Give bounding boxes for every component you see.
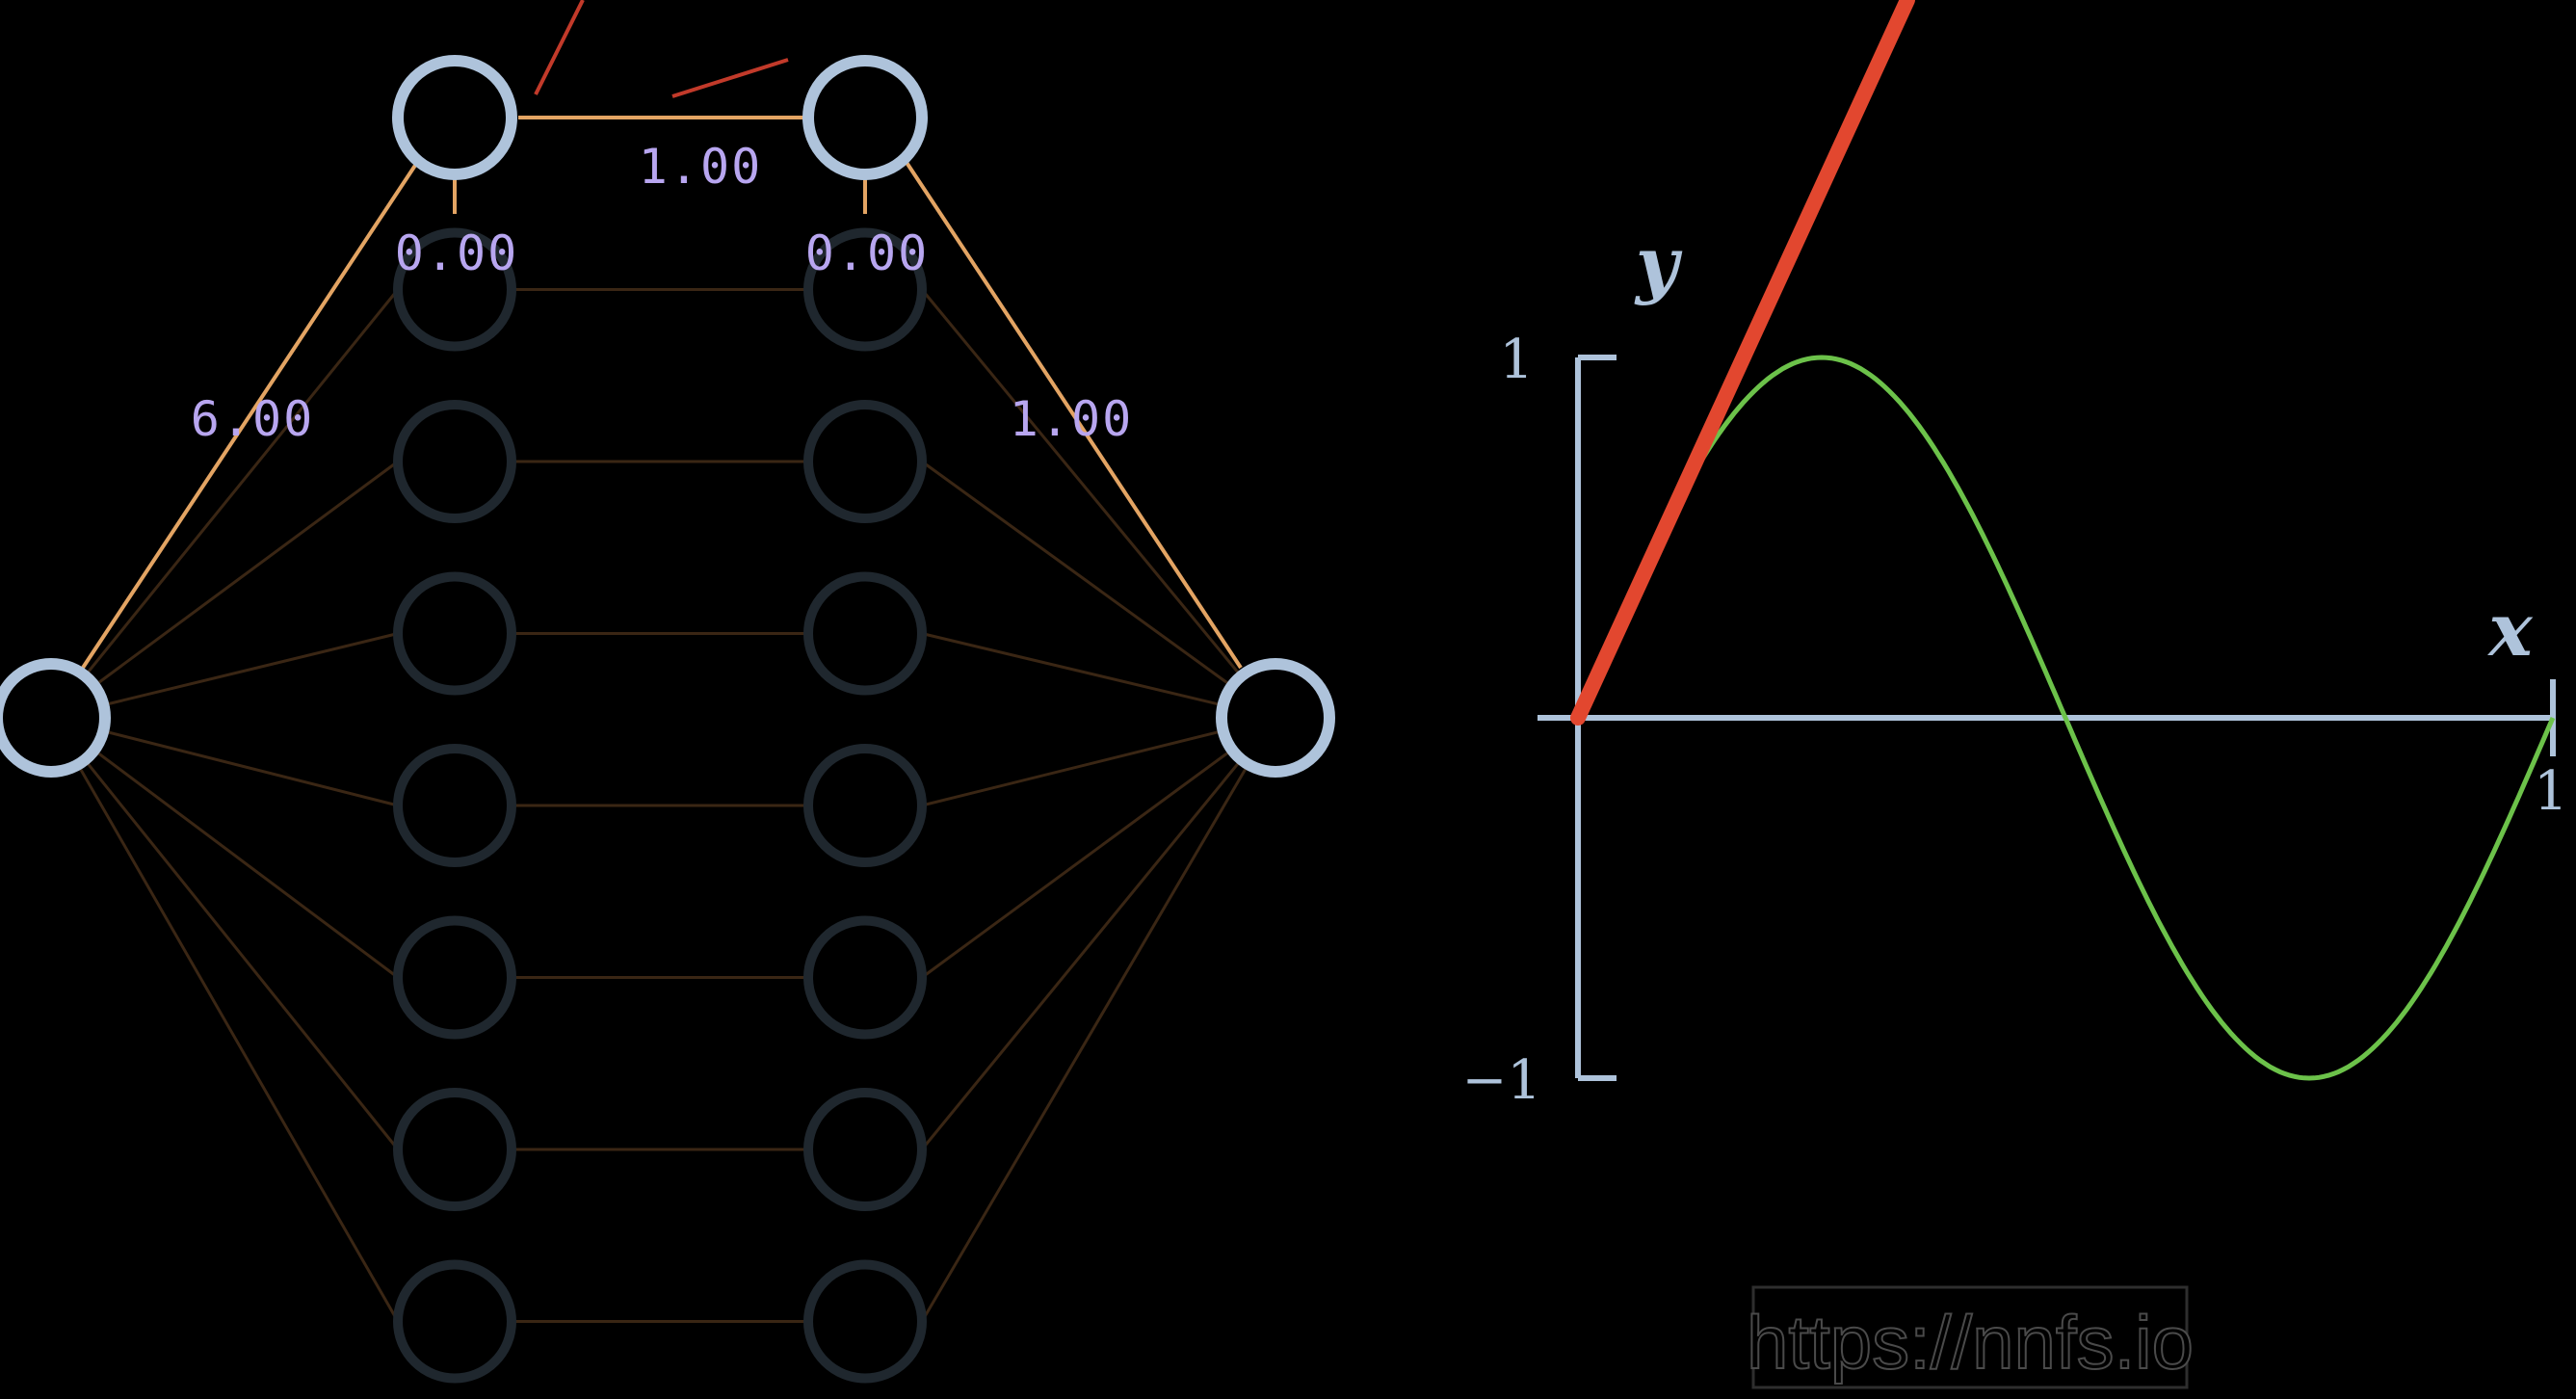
faint-output-edge [921, 716, 1276, 807]
hidden2-to-output-edge [898, 150, 1243, 670]
hidden-neurons [393, 227, 927, 1384]
inactive-neuron-layer2 [803, 744, 927, 867]
y-axis-label: y [1634, 221, 1683, 306]
inactive-neuron-layer2 [803, 1259, 927, 1384]
watermark: https://nnfs.io [1746, 1285, 2195, 1389]
inactive-neuron-layer1 [393, 915, 516, 1040]
output-neuron [1216, 658, 1335, 778]
faint-input-edge [49, 288, 400, 719]
active-neuron-layer1 [392, 55, 517, 180]
top-weight-label: 1.00 [639, 139, 762, 195]
inactive-neuron-layer1 [393, 227, 516, 352]
faint-output-edge [920, 288, 1277, 719]
bias-label-left: 0.00 [395, 225, 518, 281]
x-axis-label: x [2486, 587, 2534, 673]
x-tick-right-label: 1 [2534, 760, 2568, 823]
inactive-neuron-layer1 [393, 400, 516, 523]
inactive-neuron-layer1 [393, 1088, 516, 1211]
function-plot: 1 −1 1 y x [1461, 0, 2568, 1112]
input-to-hidden1-edge [81, 150, 426, 670]
inactive-neuron-layer2 [803, 1088, 927, 1211]
inactive-neuron-layer2 [803, 400, 927, 523]
neural-network-diagram: 1.00 0.00 0.00 6.00 1.00 [0, 0, 1335, 1384]
faint-input-edge [50, 716, 399, 979]
watermark-text: https://nnfs.io [1747, 1300, 2194, 1385]
target-sine-curve [1575, 355, 2556, 1081]
inactive-neuron-layer1 [393, 571, 516, 696]
inactive-neuron-layer2 [803, 915, 927, 1040]
input-neuron [0, 658, 111, 778]
active-path [81, 116, 1243, 670]
bias-label-right: 0.00 [805, 225, 929, 281]
watermark-box [1751, 1285, 2189, 1389]
red-stroke-2 [671, 58, 789, 98]
inactive-neuron-layer1 [393, 744, 516, 867]
faint-input-edge [50, 460, 399, 720]
inactive-neuron-layer2 [803, 571, 927, 696]
prediction-line [1570, 0, 1915, 726]
faint-input-edge [49, 717, 400, 1150]
inactive-neuron-layer2 [803, 227, 927, 352]
faint-output-edge [920, 717, 1277, 1323]
output-weight-label: 1.00 [1010, 391, 1133, 447]
faint-connections [49, 288, 1277, 1323]
input-weight-label: 6.00 [191, 391, 314, 447]
active-neuron-layer2 [802, 55, 928, 180]
inactive-neuron-layer1 [393, 1259, 516, 1384]
faint-output-edge [921, 716, 1276, 979]
y-tick-bottom-label: −1 [1461, 1049, 1541, 1112]
faint-input-edge [49, 717, 400, 1323]
faint-output-edge [921, 632, 1276, 720]
faint-output-edge [920, 717, 1277, 1150]
y-tick-top-label: 1 [1499, 329, 1534, 391]
faint-output-edge [921, 460, 1276, 720]
red-stroke-1 [534, 0, 585, 95]
